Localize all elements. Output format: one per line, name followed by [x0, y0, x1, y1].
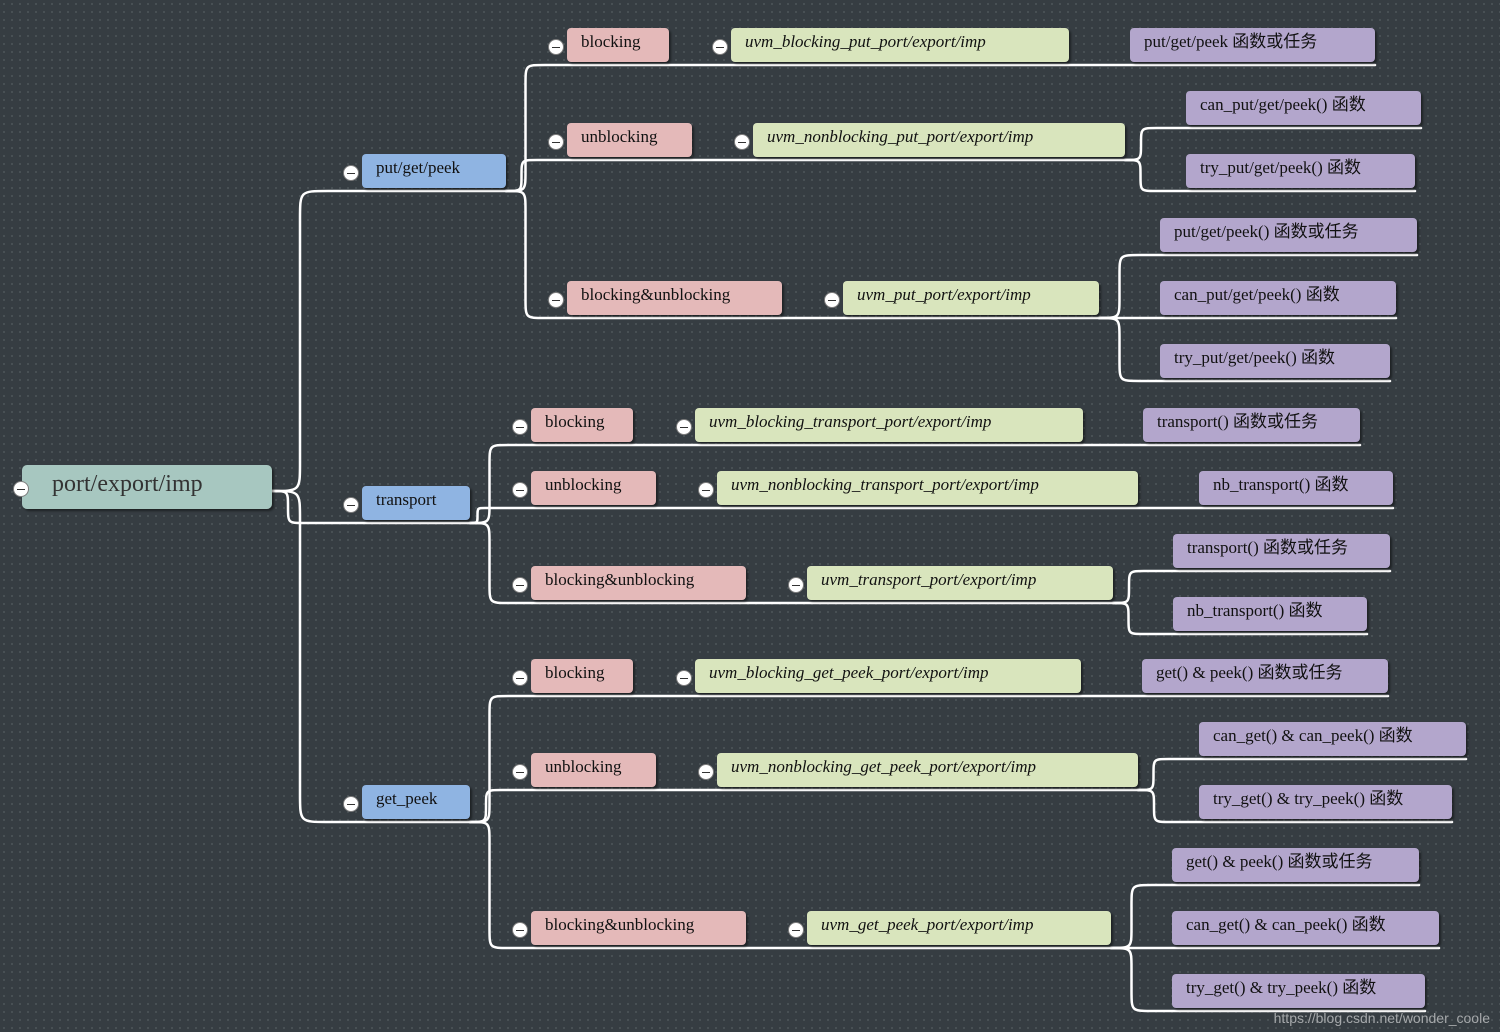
collapse-minus-icon[interactable] — [698, 764, 714, 780]
collapse-minus-icon[interactable] — [512, 482, 528, 498]
collapse-minus-icon[interactable] — [548, 39, 564, 55]
watermark: https://blog.csdn.net/wonder_coole — [1273, 1010, 1490, 1026]
link-class-to-method — [1111, 569, 1392, 605]
class-node[interactable]: uvm_nonblocking_get_peek_port/export/imp — [717, 753, 1138, 787]
collapse-minus-icon[interactable] — [698, 482, 714, 498]
method-node[interactable]: can_put/get/peek() 函数 — [1186, 91, 1421, 125]
category-node-transport[interactable]: transport — [362, 486, 470, 520]
class-node[interactable]: uvm_put_port/export/imp — [843, 281, 1099, 315]
mode-node-unblocking[interactable]: unblocking — [531, 753, 656, 787]
link-category-to-mode — [468, 521, 1123, 605]
class-node[interactable]: uvm_blocking_get_peek_port/export/imp — [695, 659, 1081, 693]
collapse-minus-icon[interactable] — [13, 481, 29, 497]
collapse-minus-icon[interactable] — [676, 419, 692, 435]
collapse-minus-icon[interactable] — [676, 670, 692, 686]
method-node[interactable]: get() & peek() 函数或任务 — [1172, 848, 1419, 882]
collapse-minus-icon[interactable] — [788, 577, 804, 593]
link-category-to-mode — [468, 788, 1148, 824]
class-node[interactable]: uvm_nonblocking_transport_port/export/im… — [717, 471, 1138, 505]
class-node[interactable]: uvm_nonblocking_put_port/export/imp — [753, 123, 1125, 157]
collapse-minus-icon[interactable] — [343, 796, 359, 812]
mode-node-unblocking[interactable]: unblocking — [567, 123, 692, 157]
class-node[interactable]: uvm_get_peek_port/export/imp — [807, 911, 1111, 945]
link-category-to-mode — [468, 820, 1121, 950]
class-node[interactable]: uvm_transport_port/export/imp — [807, 566, 1113, 600]
method-node[interactable]: transport() 函数或任务 — [1173, 534, 1390, 568]
link-class-to-method — [1109, 946, 1427, 1013]
collapse-minus-icon[interactable] — [512, 577, 528, 593]
category-node-put-get-peek[interactable]: put/get/peek — [362, 154, 506, 188]
class-node[interactable]: uvm_blocking_transport_port/export/imp — [695, 408, 1083, 442]
category-node-get-peek[interactable]: get_peek — [362, 785, 470, 819]
mode-node-blocking[interactable]: blocking — [531, 408, 633, 442]
method-node[interactable]: put/get/peek 函数或任务 — [1130, 28, 1375, 62]
link-class-to-method — [1123, 126, 1423, 162]
mode-node-blocking[interactable]: blocking — [531, 659, 633, 693]
method-node[interactable]: try_put/get/peek() 函数 — [1160, 344, 1390, 378]
link-category-to-mode — [504, 158, 1135, 193]
collapse-minus-icon[interactable] — [512, 764, 528, 780]
collapse-minus-icon[interactable] — [824, 292, 840, 308]
collapse-minus-icon[interactable] — [343, 165, 359, 181]
method-node[interactable]: try_get() & try_peek() 函数 — [1199, 785, 1452, 819]
collapse-minus-icon[interactable] — [548, 134, 564, 150]
collapse-minus-icon[interactable] — [512, 419, 528, 435]
mode-node-unblocking[interactable]: unblocking — [531, 471, 656, 505]
collapse-minus-icon[interactable] — [512, 670, 528, 686]
method-node[interactable]: try_put/get/peek() 函数 — [1186, 154, 1415, 188]
method-node[interactable]: can_get() & can_peek() 函数 — [1199, 722, 1466, 756]
link-class-to-method — [1123, 158, 1417, 193]
method-node[interactable]: transport() 函数或任务 — [1143, 408, 1360, 442]
mode-node-blocking-unblocking[interactable]: blocking&unblocking — [531, 911, 746, 945]
method-node[interactable]: can_put/get/peek() 函数 — [1160, 281, 1396, 315]
method-node[interactable]: can_get() & can_peek() 函数 — [1172, 911, 1439, 945]
root-node[interactable]: port/export/imp — [22, 465, 272, 509]
collapse-minus-icon[interactable] — [343, 497, 359, 513]
link-category-to-mode — [468, 443, 1362, 525]
collapse-minus-icon[interactable] — [548, 292, 564, 308]
link-root-to-category — [270, 189, 508, 493]
collapse-minus-icon[interactable] — [512, 922, 528, 938]
method-node[interactable]: nb_transport() 函数 — [1173, 597, 1367, 631]
class-node[interactable]: uvm_blocking_put_port/export/imp — [731, 28, 1069, 62]
link-root-to-category — [270, 489, 472, 824]
link-category-to-mode — [468, 506, 1395, 525]
method-node[interactable]: put/get/peek() 函数或任务 — [1160, 218, 1417, 252]
collapse-minus-icon[interactable] — [788, 922, 804, 938]
mode-node-blocking-unblocking[interactable]: blocking&unblocking — [531, 566, 746, 600]
mode-node-blocking-unblocking[interactable]: blocking&unblocking — [567, 281, 782, 315]
method-node[interactable]: try_get() & try_peek() 函数 — [1172, 974, 1425, 1008]
method-node[interactable]: nb_transport() 函数 — [1199, 471, 1393, 505]
link-class-to-method — [1111, 601, 1369, 636]
collapse-minus-icon[interactable] — [734, 134, 750, 150]
link-class-to-method — [1136, 788, 1454, 824]
method-node[interactable]: get() & peek() 函数或任务 — [1142, 659, 1388, 693]
link-category-to-mode — [504, 189, 1109, 320]
link-class-to-method — [1097, 316, 1392, 383]
collapse-minus-icon[interactable] — [712, 39, 728, 55]
mode-node-blocking[interactable]: blocking — [567, 28, 669, 62]
